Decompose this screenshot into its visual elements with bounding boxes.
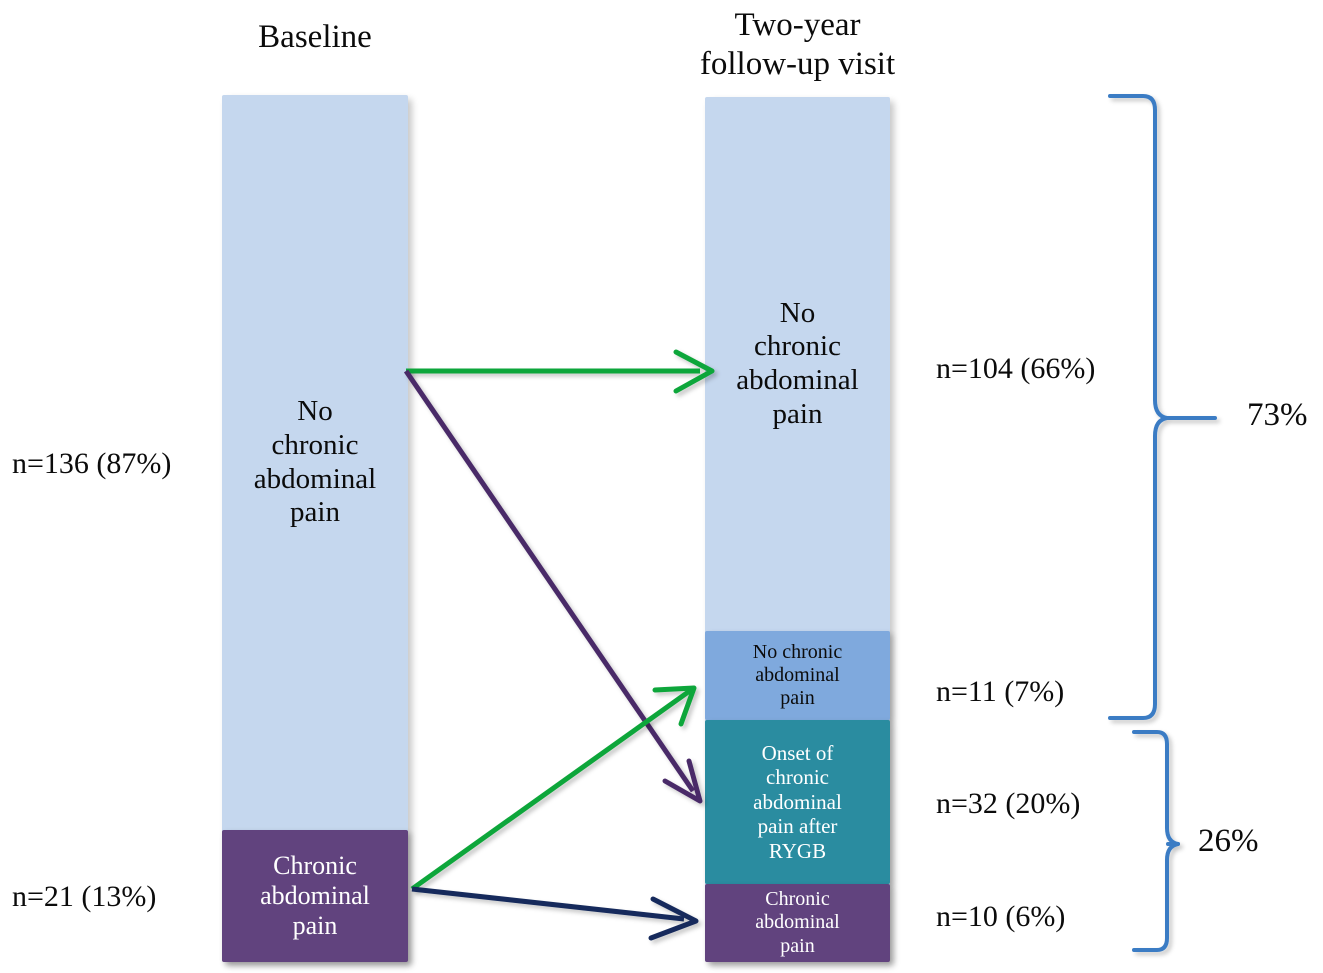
flow-arrow-no-pain-to-onset: [403, 369, 703, 804]
baseline-no-chronic-pain-count: n=136 (87%): [12, 447, 172, 480]
followup-onset-pain-count: n=32 (20%): [936, 787, 1081, 820]
baseline-chronic-pain-count: n=21 (13%): [12, 880, 157, 913]
brace-label-no-chronic-pain: 73%: [1247, 397, 1308, 433]
arrow-right-icon: [648, 896, 699, 941]
column-header-baseline: Baseline: [200, 18, 430, 57]
brace-no-chronic-pain: [1108, 94, 1217, 720]
arrow-up-right-icon: [652, 685, 697, 727]
brace-label-chronic-pain: 26%: [1198, 823, 1259, 859]
followup-no-chronic-pain-count: n=104 (66%): [936, 352, 1096, 385]
flow-arrow-no-pain-to-no-pain: [406, 349, 715, 394]
followup-chronic-pain-count: n=10 (6%): [936, 900, 1066, 933]
column-header-baseline-label: Baseline: [258, 19, 372, 55]
brace-chronic-pain: [1132, 730, 1180, 952]
followup-resolved-pain-count: n=11 (7%): [936, 675, 1065, 708]
flow-arrow-pain-to-pain: [411, 886, 699, 941]
arrow-down-right-icon: [662, 758, 703, 804]
arrow-right-icon: [673, 349, 715, 394]
flow-arrow-pain-to-no-pain: [410, 685, 697, 892]
